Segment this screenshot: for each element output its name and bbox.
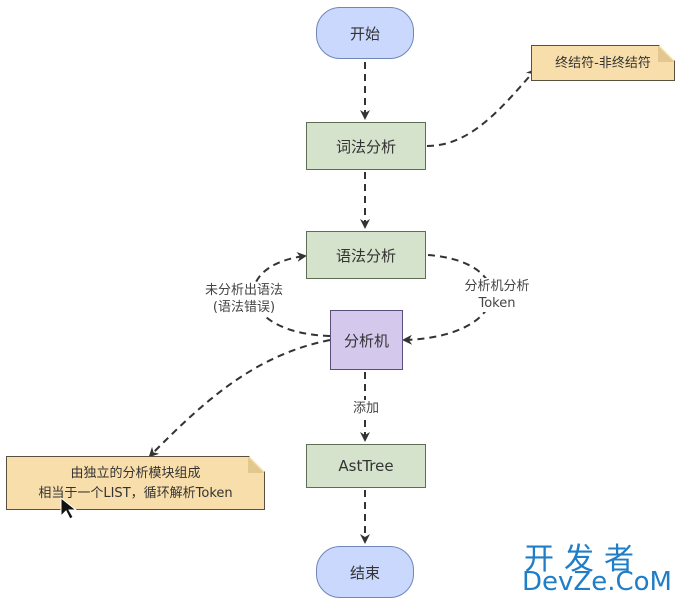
parser-label: 语法分析: [335, 246, 396, 265]
parser-node: 语法分析: [306, 231, 426, 279]
token-edge-label-line2: Token: [478, 296, 516, 311]
edge-lexer-to-tokens-note: [426, 68, 537, 147]
token-edge-label: 分析机分析 Token: [456, 278, 538, 312]
start-node: 开始: [316, 7, 414, 59]
edge-analyzer-to-note: [148, 339, 331, 458]
error-edge-label: 未分析出语法 (语法错误): [198, 282, 290, 316]
lexer-label: 词法分析: [335, 137, 396, 156]
asttree-node: AstTree: [306, 444, 426, 488]
tokens-note-text: 终结符-非终结符: [555, 56, 651, 71]
add-edge-label-text: 添加: [352, 401, 379, 416]
token-edge-label-line1: 分析机分析: [464, 279, 530, 294]
add-edge-label: 添加: [348, 400, 384, 417]
end-label: 结束: [349, 563, 380, 582]
analyzer-label: 分析机: [343, 331, 389, 350]
asttree-label: AstTree: [338, 457, 394, 475]
analyzer-note-line2: 相当于一个LIST，循环解析Token: [38, 486, 233, 501]
analyzer-note-line1: 由独立的分析模块组成: [70, 466, 201, 481]
end-node: 结束: [316, 546, 414, 598]
watermark-en: DevZe.CoM: [522, 567, 672, 597]
start-label: 开始: [349, 24, 380, 43]
mouse-cursor-icon: [60, 496, 78, 520]
analyzer-node: 分析机: [330, 310, 403, 370]
error-edge-label-line2: (语法错误): [212, 300, 276, 315]
analyzer-note: 由独立的分析模块组成 相当于一个LIST，循环解析Token: [6, 456, 265, 510]
lexer-node: 词法分析: [306, 122, 426, 170]
watermark-cn: 开发者: [524, 542, 644, 577]
tokens-note: 终结符-非终结符: [531, 45, 675, 81]
error-edge-label-line1: 未分析出语法: [204, 283, 283, 298]
